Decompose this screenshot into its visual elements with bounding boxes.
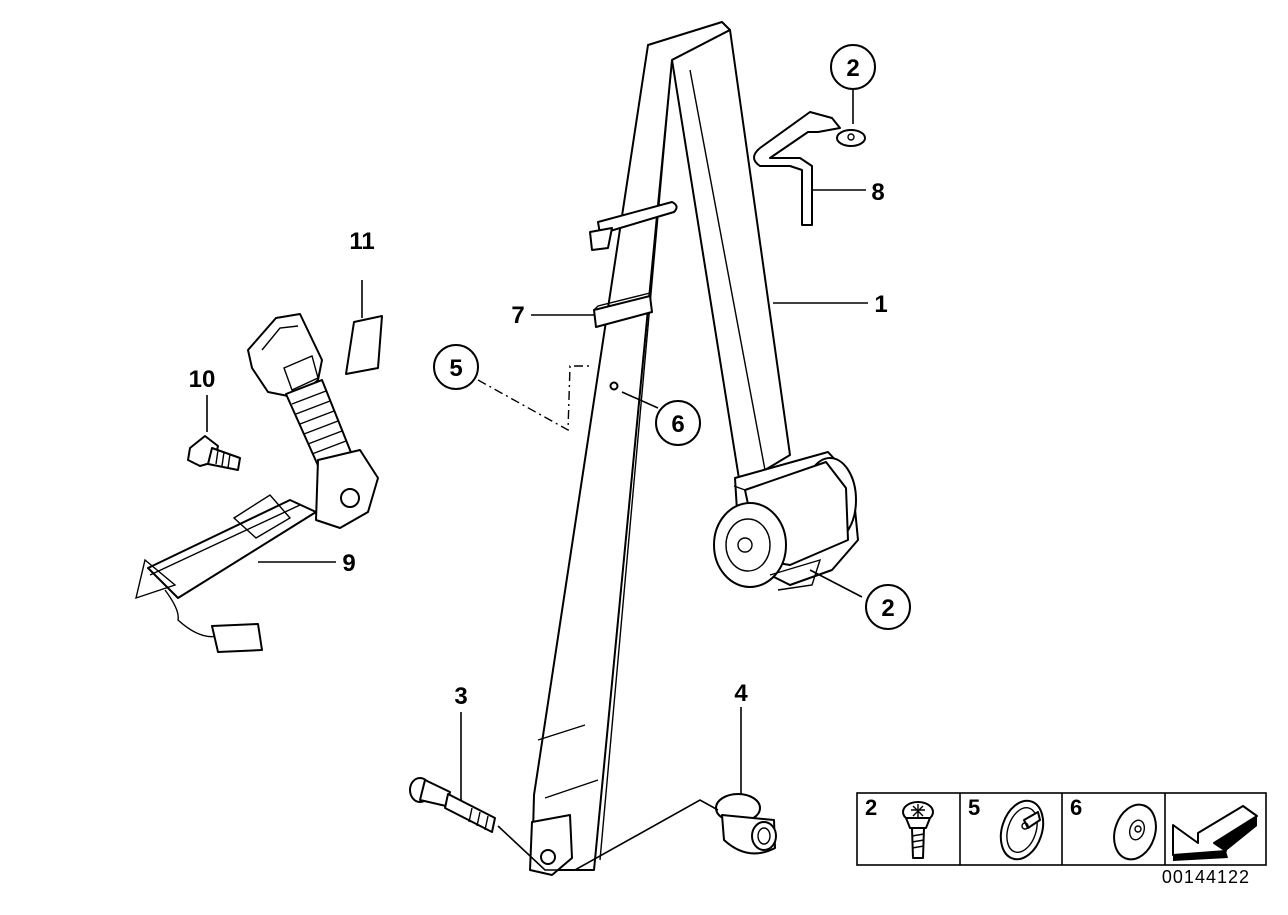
callout-11: 11	[349, 228, 374, 255]
callout-10: 10	[189, 366, 216, 393]
callout-7: 7	[511, 302, 524, 329]
callout-8: 8	[871, 179, 884, 206]
torx-screw-icon	[902, 801, 934, 859]
callout-2-retractor: 2	[881, 595, 894, 622]
washer-nut-icon	[1113, 803, 1157, 861]
legend-number-6: 6	[1070, 795, 1082, 820]
callout-6-circle	[655, 400, 701, 446]
callout-3: 3	[454, 683, 467, 710]
stud-6	[609, 381, 619, 391]
belt-retractor	[713, 451, 859, 591]
diagram-reference-number: 00144122	[1161, 867, 1250, 887]
legend-number-5: 5	[968, 795, 980, 820]
callout-9: 9	[342, 550, 355, 577]
spacer-sleeve-4	[715, 793, 777, 855]
webbing-stop-button	[593, 292, 653, 328]
parts-legend-table: 2 5 6	[856, 792, 1267, 866]
buckle-assembly	[135, 313, 379, 653]
leader-lines	[206, 87, 868, 871]
callout-5: 5	[449, 355, 462, 382]
seat-belt-webbing	[529, 21, 791, 876]
callout-2-retractor-circle	[865, 584, 911, 630]
push-clip-icon	[999, 799, 1045, 861]
belt-guide-tube	[753, 111, 866, 226]
arrow-icon	[1172, 805, 1258, 861]
strap-guide-loop	[589, 201, 678, 251]
anchor-bolt-3	[409, 777, 496, 833]
label-11	[345, 315, 383, 375]
callout-2-top: 2	[846, 55, 859, 82]
callout-5-circle	[433, 344, 479, 390]
callout-1: 1	[874, 291, 887, 318]
legend-number-2: 2	[865, 795, 877, 820]
callout-6: 6	[671, 411, 684, 438]
callout-4: 4	[734, 680, 748, 707]
bolt-10	[187, 435, 241, 471]
callout-2-top-circle	[830, 44, 876, 90]
